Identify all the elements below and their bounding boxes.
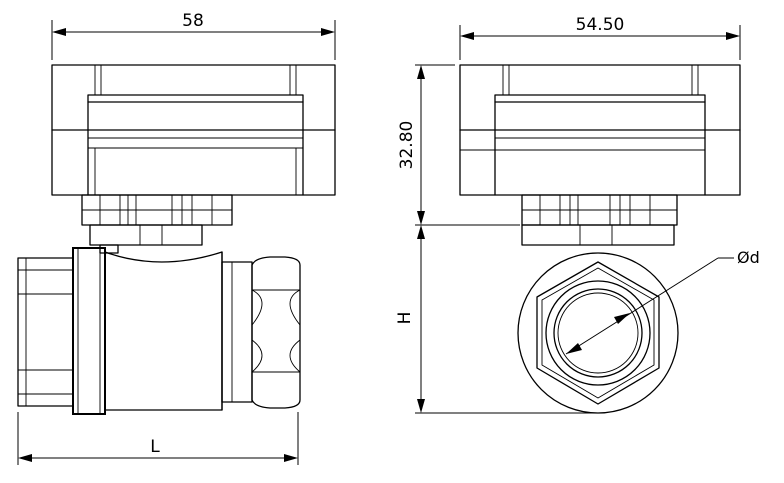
side-coupling	[521, 194, 678, 246]
side-actuator-housing	[459, 64, 741, 196]
front-view: 58 L	[17, 11, 336, 465]
label-54-50: 54.50	[576, 15, 625, 35]
front-valve-body	[17, 247, 301, 415]
label-L: L	[150, 437, 160, 457]
dim-front-width: 58	[51, 11, 336, 60]
front-coupling	[81, 194, 233, 254]
dim-length: L	[17, 412, 299, 465]
dim-body-height: H	[395, 225, 598, 414]
front-actuator-housing	[51, 64, 336, 196]
dim-bore-diameter: Ød	[565, 248, 760, 355]
label-bore: Ød	[737, 248, 760, 267]
label-H: H	[395, 312, 415, 325]
side-valve-body	[517, 252, 679, 414]
dim-actuator-height: 32.80	[397, 64, 520, 226]
dim-side-width: 54.50	[459, 15, 741, 60]
side-view: 54.50 32.80 H Ød	[395, 15, 760, 414]
label-32-80: 32.80	[397, 121, 417, 170]
label-58: 58	[182, 11, 204, 31]
